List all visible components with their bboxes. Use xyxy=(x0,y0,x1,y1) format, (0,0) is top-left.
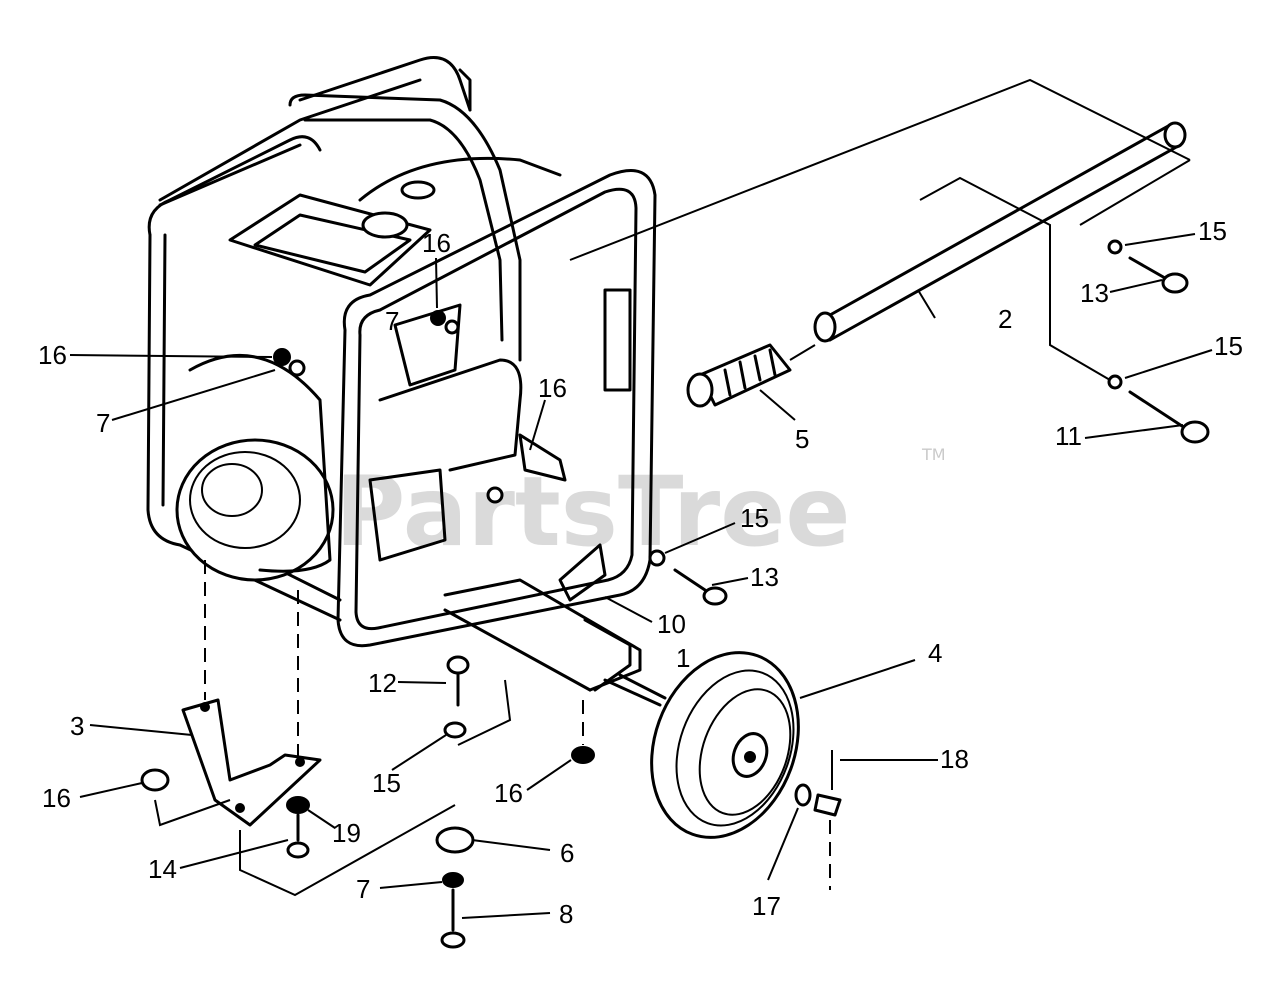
callout-19: 19 xyxy=(332,818,361,848)
callout-1: 1 xyxy=(676,643,690,673)
callout-15-right: 15 xyxy=(1214,331,1243,361)
callout-16-bottom: 16 xyxy=(494,778,523,808)
callout-18: 18 xyxy=(940,744,969,774)
callout-3: 3 xyxy=(70,711,84,741)
callout-10: 10 xyxy=(657,609,686,639)
callout-15-mid: 15 xyxy=(740,503,769,533)
callout-15-top: 15 xyxy=(1198,216,1227,246)
axle-bracket xyxy=(443,543,667,707)
engine-washers xyxy=(273,310,504,504)
watermark-text: PartsTree xyxy=(335,456,850,568)
callout-labels: 1 2 3 4 5 6 7 7 7 8 10 11 12 13 13 14 15… xyxy=(38,216,1243,929)
callout-13-mid: 13 xyxy=(750,562,779,592)
callout-16-mid: 16 xyxy=(538,373,567,403)
right-hardware xyxy=(648,239,1210,606)
small-hardware xyxy=(140,655,595,949)
callout-16-top: 16 xyxy=(422,228,451,258)
callout-8: 8 xyxy=(559,899,573,929)
foot-bracket xyxy=(154,560,456,897)
callout-6: 6 xyxy=(560,838,574,868)
callout-2: 2 xyxy=(998,304,1012,334)
callout-11: 11 xyxy=(1055,421,1082,451)
callout-5: 5 xyxy=(795,424,809,454)
leader-lines xyxy=(69,233,1213,919)
callout-16-far-left: 16 xyxy=(42,783,71,813)
callout-15-bottom: 15 xyxy=(372,768,401,798)
engine-assembly xyxy=(175,156,632,582)
callout-12: 12 xyxy=(368,668,397,698)
callout-7-plate: 7 xyxy=(385,306,399,336)
wheel-hardware xyxy=(794,750,842,890)
callout-14: 14 xyxy=(148,854,177,884)
handle-assembly xyxy=(569,78,1191,408)
generator-frame xyxy=(146,56,657,648)
watermark-trademark: TM xyxy=(921,445,946,464)
wheel xyxy=(650,651,800,839)
callout-13-top: 13 xyxy=(1080,278,1109,308)
callout-16-left: 16 xyxy=(38,340,67,370)
callout-7-bottom: 7 xyxy=(356,874,370,904)
callout-4: 4 xyxy=(928,638,942,668)
callout-7-left: 7 xyxy=(96,408,110,438)
callout-17: 17 xyxy=(752,891,781,921)
